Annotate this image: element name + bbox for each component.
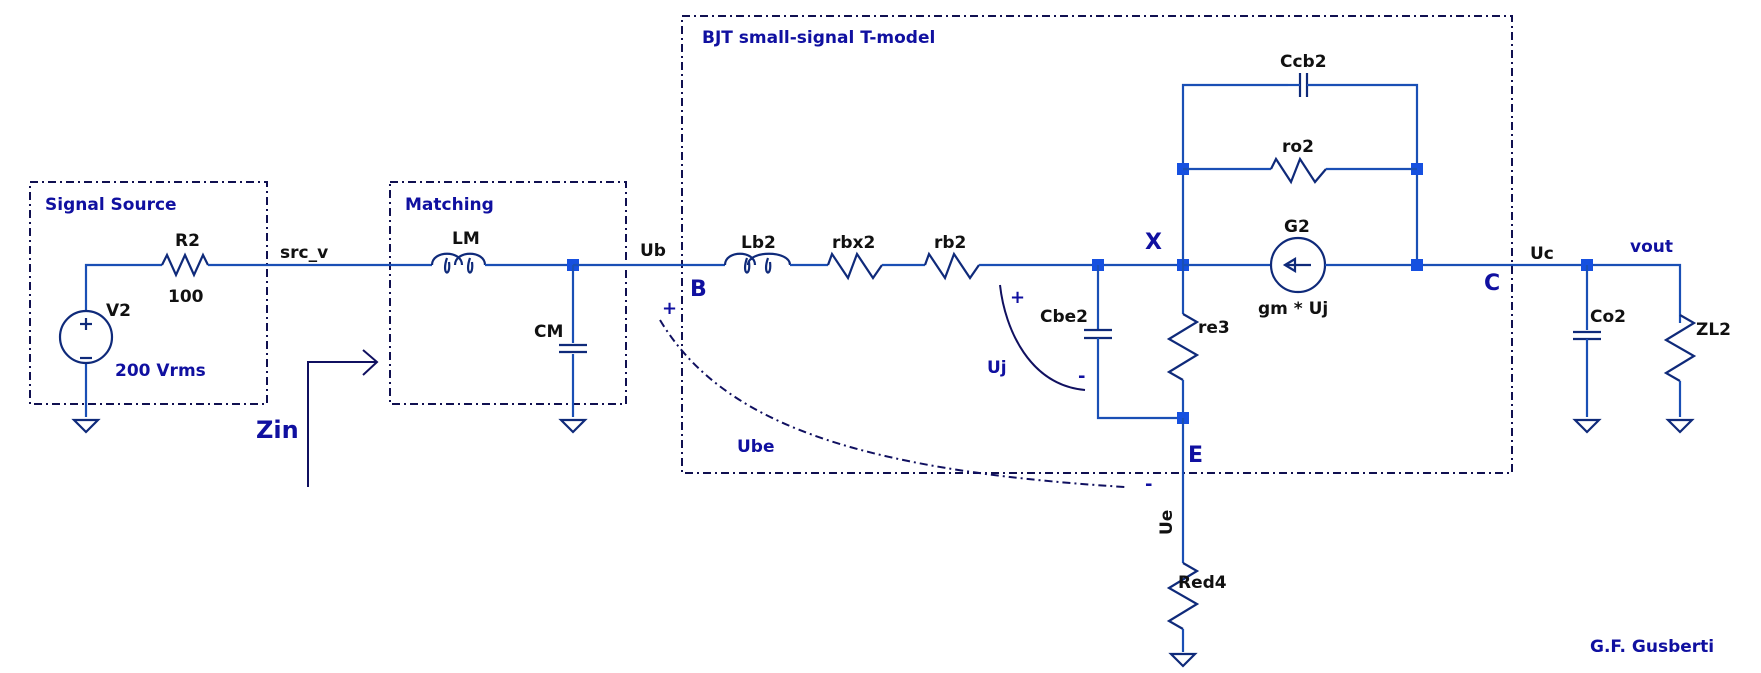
node-x-label: X — [1145, 230, 1162, 255]
v2-value: 200 Vrms — [115, 361, 206, 381]
lm-inductor — [390, 252, 573, 274]
ube-label: Ube — [737, 437, 775, 457]
co2-capacitor — [1573, 265, 1601, 417]
ground-icon — [1572, 418, 1602, 434]
author-credit: G.F. Gusberti — [1590, 637, 1714, 657]
ube-arc — [659, 319, 1126, 488]
net-label-ub: Ub — [640, 241, 666, 261]
node-c-label: C — [1484, 271, 1500, 296]
cm-capacitor — [559, 265, 587, 417]
lb2-label: Lb2 — [741, 233, 776, 253]
zin-label: Zin — [256, 416, 299, 444]
ro2-label: ro2 — [1282, 137, 1314, 157]
zl2-resistor — [1663, 314, 1697, 417]
node-e-label: E — [1188, 443, 1203, 468]
net-label-ue: Ue — [1157, 510, 1177, 535]
wire — [1520, 263, 1682, 323]
rb2-label: rb2 — [934, 233, 966, 253]
rbx2-label: rbx2 — [832, 233, 875, 253]
lm-label: LM — [452, 229, 480, 249]
r2-value: 100 — [168, 287, 204, 307]
ground-icon — [558, 418, 588, 434]
re3-resistor — [1166, 265, 1200, 418]
uj-minus-sign: - — [1078, 366, 1085, 387]
cbe2-label: Cbe2 — [1040, 307, 1088, 327]
uj-label: Uj — [987, 358, 1007, 378]
v2-label: V2 — [106, 301, 131, 321]
matching-frame — [389, 181, 627, 405]
net-label-vout: vout — [1630, 237, 1673, 257]
node-b-label: B — [690, 277, 707, 302]
co2-label: Co2 — [1590, 307, 1626, 327]
matching-title: Matching — [405, 195, 494, 215]
zl2-label: ZL2 — [1696, 320, 1731, 340]
bjt-model-title: BJT small-signal T-model — [702, 28, 935, 48]
bjt-model-frame — [681, 15, 1513, 474]
rb2-resistor — [923, 251, 1183, 281]
net-label-src-v: src_v — [280, 243, 328, 263]
ube-plus-sign: + — [662, 298, 677, 319]
rbx2-resistor — [826, 251, 925, 281]
ro2-resistor — [1183, 156, 1417, 185]
red4-resistor — [1166, 418, 1200, 652]
ccb2-label: Ccb2 — [1280, 52, 1327, 72]
re3-label: re3 — [1198, 318, 1230, 338]
g2-label: G2 — [1284, 217, 1310, 237]
ground-icon — [71, 418, 101, 434]
v2-voltage-source — [58, 263, 162, 417]
r2-label: R2 — [175, 231, 200, 251]
signal-source-title: Signal Source — [45, 195, 177, 215]
junction-dot — [1411, 259, 1423, 271]
ccb2-capacitor — [1288, 73, 1419, 265]
wire — [1181, 83, 1288, 265]
signal-source-frame — [29, 181, 268, 405]
g2-current-source — [1183, 236, 1520, 294]
r2-resistor — [161, 252, 390, 278]
ube-minus-sign: - — [1145, 474, 1152, 495]
zin-arrow-icon — [307, 349, 379, 487]
g2-value: gm * Uj — [1258, 299, 1328, 319]
red4-label: Red4 — [1178, 573, 1227, 593]
net-label-uc: Uc — [1530, 244, 1554, 264]
uj-arc — [999, 284, 1086, 391]
lb2-inductor — [723, 252, 828, 274]
ground-icon — [1168, 652, 1198, 668]
uj-plus-sign: + — [1010, 287, 1025, 308]
cbe2-capacitor — [1084, 265, 1180, 420]
cm-label: CM — [534, 322, 563, 342]
ground-icon — [1665, 418, 1695, 434]
